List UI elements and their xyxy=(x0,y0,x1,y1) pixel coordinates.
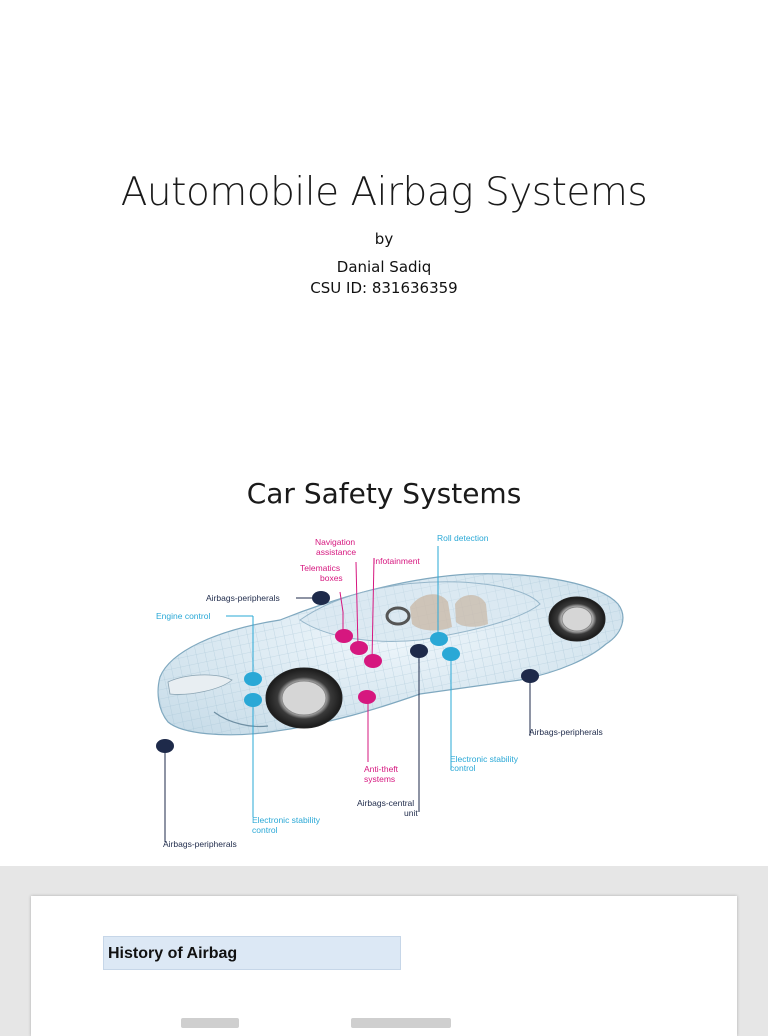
label-airbags-peripherals-bottom: Airbags-peripherals xyxy=(163,839,237,849)
car-safety-slide: Car Safety Systems xyxy=(0,432,768,866)
label-airbags-central-1: Airbags-central xyxy=(357,798,414,808)
svg-text:boxes: boxes xyxy=(320,573,343,583)
label-telematics-1: Telematics xyxy=(300,563,340,573)
svg-text:control: control xyxy=(450,763,476,773)
marker-esc-bottom xyxy=(244,693,262,707)
svg-text:assistance: assistance xyxy=(316,547,356,557)
clipped-text xyxy=(181,1018,239,1028)
label-antitheft-2: systems xyxy=(364,774,395,784)
label-airbags-peripherals-top: Airbags-peripherals xyxy=(206,593,280,603)
sensor-markers xyxy=(156,591,539,753)
svg-text:control: control xyxy=(252,825,278,835)
label-esc-bottom-2: control xyxy=(252,825,278,835)
marker-airbag-top xyxy=(312,591,330,605)
presentation-title: Automobile Airbag Systems xyxy=(120,170,648,215)
label-esc-right-2: control xyxy=(450,763,476,773)
marker-telematics xyxy=(335,629,353,643)
svg-text:Airbags-central: Airbags-central xyxy=(357,798,414,808)
author-name: Danial Sadiq xyxy=(336,258,432,276)
label-antitheft-1: Anti-theft xyxy=(364,764,399,774)
marker-roll xyxy=(430,632,448,646)
clipped-text xyxy=(351,1018,451,1028)
label-navigation-2: assistance xyxy=(316,547,356,557)
diagram-labels: Navigation assistance Roll detection Inf… xyxy=(156,533,603,849)
marker-airbag-central xyxy=(410,644,428,658)
history-heading: History of Airbag xyxy=(103,936,401,970)
marker-airbag-right xyxy=(521,669,539,683)
svg-text:Electronic stability: Electronic stability xyxy=(450,754,519,764)
label-airbags-peripherals-right: Airbags-peripherals xyxy=(529,727,603,737)
label-engine-control: Engine control xyxy=(156,611,210,621)
marker-antitheft xyxy=(358,690,376,704)
car-safety-diagram: Navigation assistance Roll detection Inf… xyxy=(156,533,624,849)
label-roll: Roll detection xyxy=(437,533,489,543)
label-infotainment: Infotainment xyxy=(373,556,420,566)
svg-text:Telematics: Telematics xyxy=(300,563,340,573)
marker-engine xyxy=(244,672,262,686)
svg-text:Navigation: Navigation xyxy=(315,537,355,547)
svg-text:systems: systems xyxy=(364,774,395,784)
svg-text:Anti-theft: Anti-theft xyxy=(364,764,399,774)
history-slide: History of Airbag xyxy=(31,896,737,1036)
label-airbags-central-2: unit xyxy=(404,808,418,818)
marker-airbag-front xyxy=(156,739,174,753)
title-slide: Automobile Airbag Systems by Danial Sadi… xyxy=(0,0,768,432)
label-esc-right-1: Electronic stability xyxy=(450,754,519,764)
slide-title: Car Safety Systems xyxy=(246,477,522,510)
car-body xyxy=(157,573,624,736)
svg-text:Electronic stability: Electronic stability xyxy=(252,815,321,825)
label-esc-bottom-1: Electronic stability xyxy=(252,815,321,825)
svg-text:unit: unit xyxy=(404,808,418,818)
marker-navigation xyxy=(350,641,368,655)
label-navigation-1: Navigation xyxy=(315,537,355,547)
csu-id: CSU ID: 831636359 xyxy=(310,279,458,297)
marker-esc-right xyxy=(442,647,460,661)
label-telematics-2: boxes xyxy=(320,573,343,583)
marker-infotainment xyxy=(364,654,382,668)
by-text: by xyxy=(374,230,394,248)
